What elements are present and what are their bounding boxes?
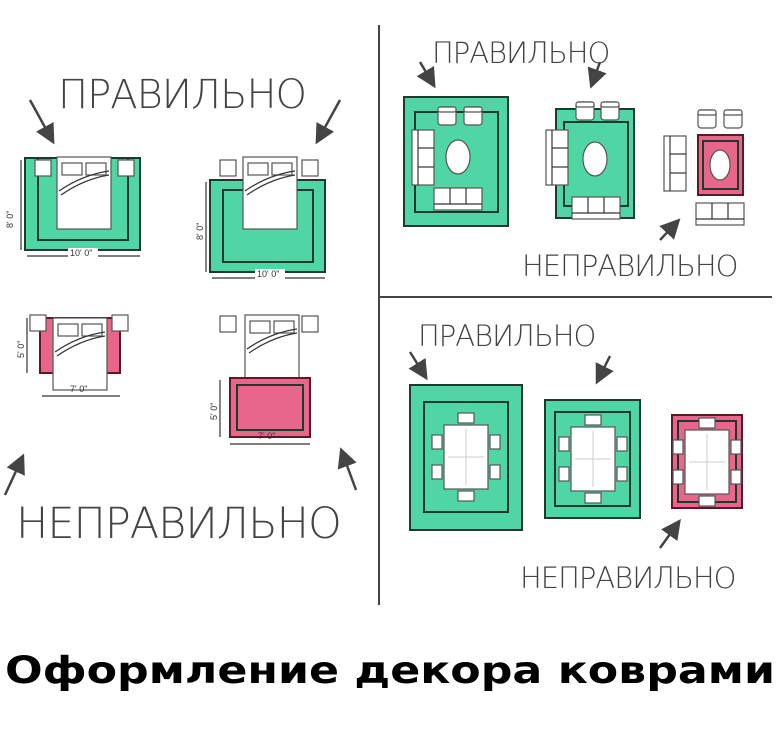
width-label: 7' 0": [258, 431, 275, 441]
dining-incorrect-small-rug: [671, 414, 743, 509]
width-label: 7' 0": [70, 384, 87, 394]
depth-label: 8' 0": [195, 223, 205, 240]
dining-correct-medium-rug: [544, 399, 641, 519]
arrow-icon: [337, 447, 358, 491]
incorrect-label: НЕПРАВИЛЬНО: [16, 499, 341, 549]
dining-room-section: ПРАВИЛЬНО НЕПРАВИЛЬНО: [408, 319, 743, 595]
living-room-section: ПРАВИЛЬНО НЕПРАВИЛЬНО: [403, 36, 745, 283]
incorrect-label: НЕПРАВИЛЬНО: [522, 249, 737, 283]
width-label: 10' 0": [257, 269, 279, 279]
arrow-icon: [3, 453, 25, 496]
dining-correct-large-rug: [409, 384, 523, 531]
arrow-icon: [587, 61, 607, 89]
correct-label: ПРАВИЛЬНО: [58, 72, 306, 118]
arrow-icon: [659, 218, 681, 241]
depth-label: 5' 0": [16, 341, 26, 358]
bedroom-correct-partial-rug: 8' 0" 10' 0": [195, 156, 326, 279]
bedroom-incorrect-foot-rug: 5' 0" 7' 0": [209, 314, 319, 445]
width-label: 10' 0": [70, 248, 92, 258]
caption-title: Оформление декора коврами: [5, 649, 775, 692]
correct-label: ПРАВИЛЬНО: [418, 319, 595, 353]
correct-label: ПРАВИЛЬНО: [432, 36, 609, 70]
arrow-icon: [658, 518, 681, 549]
arrow-icon: [28, 99, 55, 145]
depth-label: 5' 0": [209, 403, 219, 420]
depth-label: 8' 0": [5, 211, 15, 228]
living-correct-large-rug: [403, 96, 509, 227]
living-incorrect-small-rug: [663, 109, 745, 226]
arrow-icon: [416, 61, 436, 89]
bedroom-section: ПРАВИЛЬНО 8' 0" 10' 0" 8' 0" 10' 0": [3, 72, 358, 549]
living-correct-medium-rug: [545, 101, 635, 220]
arrow-icon: [595, 355, 614, 385]
incorrect-label: НЕПРАВИЛЬНО: [520, 561, 735, 595]
bedroom-correct-large-rug: 8' 0" 10' 0": [5, 156, 141, 258]
bedroom-incorrect-small-rug: 5' 0" 7' 0": [16, 314, 129, 397]
arrow-icon: [408, 351, 428, 381]
arrow-icon: [315, 99, 342, 145]
